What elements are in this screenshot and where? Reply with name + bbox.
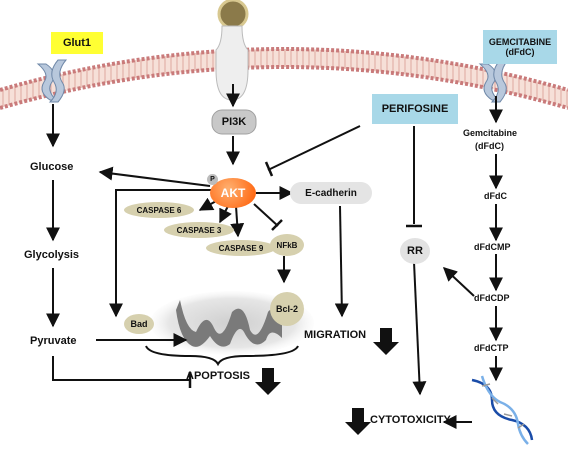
down-arrow-icon bbox=[345, 408, 371, 435]
transporter-icon bbox=[36, 59, 68, 103]
gemcitabine-label-line1: Gemcitabine bbox=[463, 128, 518, 138]
caspase6-node: CASPASE 6 bbox=[124, 202, 194, 218]
rr-node: RR bbox=[400, 238, 430, 264]
down-arrow-icon bbox=[373, 328, 399, 355]
chromatin-icon bbox=[176, 300, 282, 347]
down-arrow-icon bbox=[255, 368, 281, 395]
pi3k-node bbox=[211, 109, 257, 135]
receptor-icon bbox=[215, 0, 249, 101]
gemcitabine-label-line2: (dFdC) bbox=[475, 141, 504, 151]
cytotoxicity-label: CYTOTOXICITY bbox=[370, 414, 451, 426]
bcl2-node: Bcl-2 bbox=[270, 292, 304, 326]
gemcitabine-box-line1: GEMCITABINE bbox=[488, 36, 552, 47]
bad-node: Bad bbox=[124, 314, 154, 334]
apoptosis-bracket bbox=[145, 345, 299, 367]
glut1-label: Glut1 bbox=[51, 32, 103, 54]
gemcitabine-box: GEMCITABINE (dFdC) bbox=[483, 30, 557, 64]
pyruvate-label: Pyruvate bbox=[30, 335, 77, 347]
dna-helix-icon bbox=[471, 375, 534, 445]
dfdcmp-label: dFdCMP bbox=[474, 242, 511, 252]
apoptosis-label: APOPTOSIS bbox=[186, 370, 250, 382]
dfdc-label: dFdC bbox=[484, 191, 507, 201]
dfdctp-label: dFdCTP bbox=[474, 343, 509, 353]
perifosine-box: PERIFOSINE bbox=[372, 94, 458, 124]
glycolysis-label: Glycolysis bbox=[24, 249, 80, 261]
akt-node: AKT bbox=[210, 178, 256, 208]
ecadherin-node: E-cadherin bbox=[290, 182, 372, 204]
phospho-badge: P bbox=[207, 174, 218, 185]
glucose-label: Glucose bbox=[30, 161, 74, 173]
cell-membrane bbox=[0, 47, 568, 110]
gemcitabine-box-line2: (dFdC) bbox=[505, 47, 535, 57]
migration-label: MIGRATION bbox=[304, 329, 367, 341]
transporter-icon bbox=[478, 59, 510, 103]
caspase3-node: CASPASE 3 bbox=[164, 222, 234, 238]
dfdcdp-label: dFdCDP bbox=[474, 293, 510, 303]
nfkb-node: NFkB bbox=[270, 234, 304, 256]
pi3k-label: PI3K bbox=[221, 116, 247, 128]
caspase9-node: CASPASE 9 bbox=[206, 240, 276, 256]
pathway-arrows bbox=[46, 84, 503, 429]
